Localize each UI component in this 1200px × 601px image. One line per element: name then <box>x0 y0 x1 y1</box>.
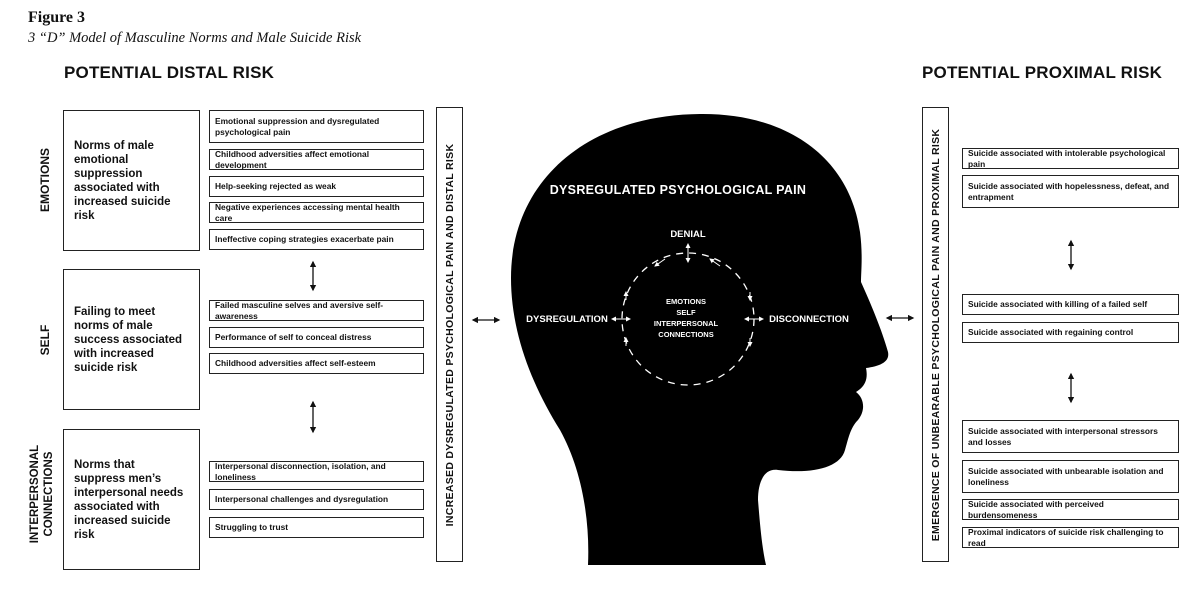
distal-item-text: Negative experiences accessing mental he… <box>215 201 400 223</box>
distal-item-text: Ineffective coping strategies exacerbate… <box>215 234 394 244</box>
distal-item-interpersonal-3: Struggling to trust <box>209 517 424 538</box>
distal-item-self-1: Failed masculine selves and aversive sel… <box>209 300 424 321</box>
proximal-item-emotions-1: Suicide associated with intolerable psyc… <box>962 148 1179 169</box>
proximal-item-interpersonal-2: Suicide associated with unbearable isola… <box>962 460 1179 493</box>
distal-item-text: Childhood adversities affect self-esteem <box>215 358 376 368</box>
distal-item-text: Interpersonal challenges and dysregulati… <box>215 494 389 504</box>
distal-item-emotions-2: Childhood adversities affect emotional d… <box>209 149 424 170</box>
proximal-item-text: Suicide associated with regaining contro… <box>968 327 1134 337</box>
proximal-item-emotions-2: Suicide associated with hopelessness, de… <box>962 175 1179 208</box>
distal-item-text: Interpersonal disconnection, isolation, … <box>215 460 386 482</box>
proximal-pain-bar: EMERGENCE OF UNBEARABLE PSYCHOLOGICAL PA… <box>922 107 949 562</box>
distal-item-self-2: Performance of self to conceal distress <box>209 327 424 348</box>
center-label-self: SELF <box>676 308 696 317</box>
distal-item-text: Emotional suppression and dysregulated p… <box>215 115 380 137</box>
distal-item-text: Childhood adversities affect emotional d… <box>215 148 370 170</box>
distal-item-text: Help-seeking rejected as weak <box>215 181 337 191</box>
distal-pain-bar: INCREASED DYSREGULATED PSYCHOLOGICAL PAI… <box>436 107 463 562</box>
head-title: DYSREGULATED PSYCHOLOGICAL PAIN <box>550 183 807 197</box>
distal-item-emotions-3: Help-seeking rejected as weak <box>209 176 424 197</box>
disconnection-label: DISCONNECTION <box>769 314 849 325</box>
denial-label: DENIAL <box>670 229 706 240</box>
figure-caption: 3 “D” Model of Masculine Norms and Male … <box>28 30 362 46</box>
distal-item-interpersonal-2: Interpersonal challenges and dysregulati… <box>209 489 424 510</box>
proximal-item-text: Proximal indicators of suicide risk chal… <box>968 526 1164 548</box>
norm-box-emotions: Norms of male emotional suppression asso… <box>63 110 200 251</box>
distal-item-emotions-1: Emotional suppression and dysregulated p… <box>209 110 424 143</box>
norm-box-interpersonal: Norms that suppress men’s interpersonal … <box>63 429 200 570</box>
proximal-item-self-2: Suicide associated with regaining contro… <box>962 322 1179 343</box>
distal-item-text: Performance of self to conceal distress <box>215 332 372 342</box>
distal-item-text: Failed masculine selves and aversive sel… <box>215 299 384 321</box>
center-label-connections: CONNECTIONS <box>658 330 713 339</box>
distal-item-emotions-5: Ineffective coping strategies exacerbate… <box>209 229 424 250</box>
head-silhouette <box>511 113 889 566</box>
proximal-risk-heading: POTENTIAL PROXIMAL RISK <box>922 63 1163 82</box>
proximal-item-text: Suicide associated with hopelessness, de… <box>968 180 1170 202</box>
proximal-item-interpersonal-4: Proximal indicators of suicide risk chal… <box>962 527 1179 548</box>
norm-text-self: Failing to meet norms of male success as… <box>74 305 183 374</box>
proximal-item-text: Suicide associated with unbearable isola… <box>968 465 1164 487</box>
proximal-item-text: Suicide associated with perceived burden… <box>968 498 1104 520</box>
distal-item-emotions-4: Negative experiences accessing mental he… <box>209 202 424 223</box>
figure-label: Figure 3 <box>28 9 86 26</box>
center-label-interpersonal: INTERPERSONAL <box>654 319 719 328</box>
norm-box-self: Failing to meet norms of male success as… <box>63 269 200 410</box>
norm-text-interpersonal: Norms that suppress men’s interpersonal … <box>74 458 184 541</box>
distal-item-interpersonal-1: Interpersonal disconnection, isolation, … <box>209 461 424 482</box>
distal-risk-heading: POTENTIAL DISTAL RISK <box>64 63 275 82</box>
distal-item-text: Struggling to trust <box>215 522 289 532</box>
proximal-item-interpersonal-3: Suicide associated with perceived burden… <box>962 499 1179 520</box>
proximal-item-text: Suicide associated with interpersonal st… <box>968 425 1158 447</box>
dysregulation-label: DYSREGULATION <box>526 314 608 325</box>
proximal-item-interpersonal-1: Suicide associated with interpersonal st… <box>962 420 1179 453</box>
distal-item-self-3: Childhood adversities affect self-esteem <box>209 353 424 374</box>
proximal-item-self-1: Suicide associated with killing of a fai… <box>962 294 1179 315</box>
proximal-item-text: Suicide associated with killing of a fai… <box>968 299 1148 309</box>
norm-text-emotions: Norms of male emotional suppression asso… <box>74 139 171 222</box>
cycle-arrow-top-left <box>654 258 666 267</box>
center-label-emotions: EMOTIONS <box>666 297 706 306</box>
proximal-item-text: Suicide associated with intolerable psyc… <box>968 147 1166 169</box>
cycle-arrow-top-right <box>709 258 721 267</box>
